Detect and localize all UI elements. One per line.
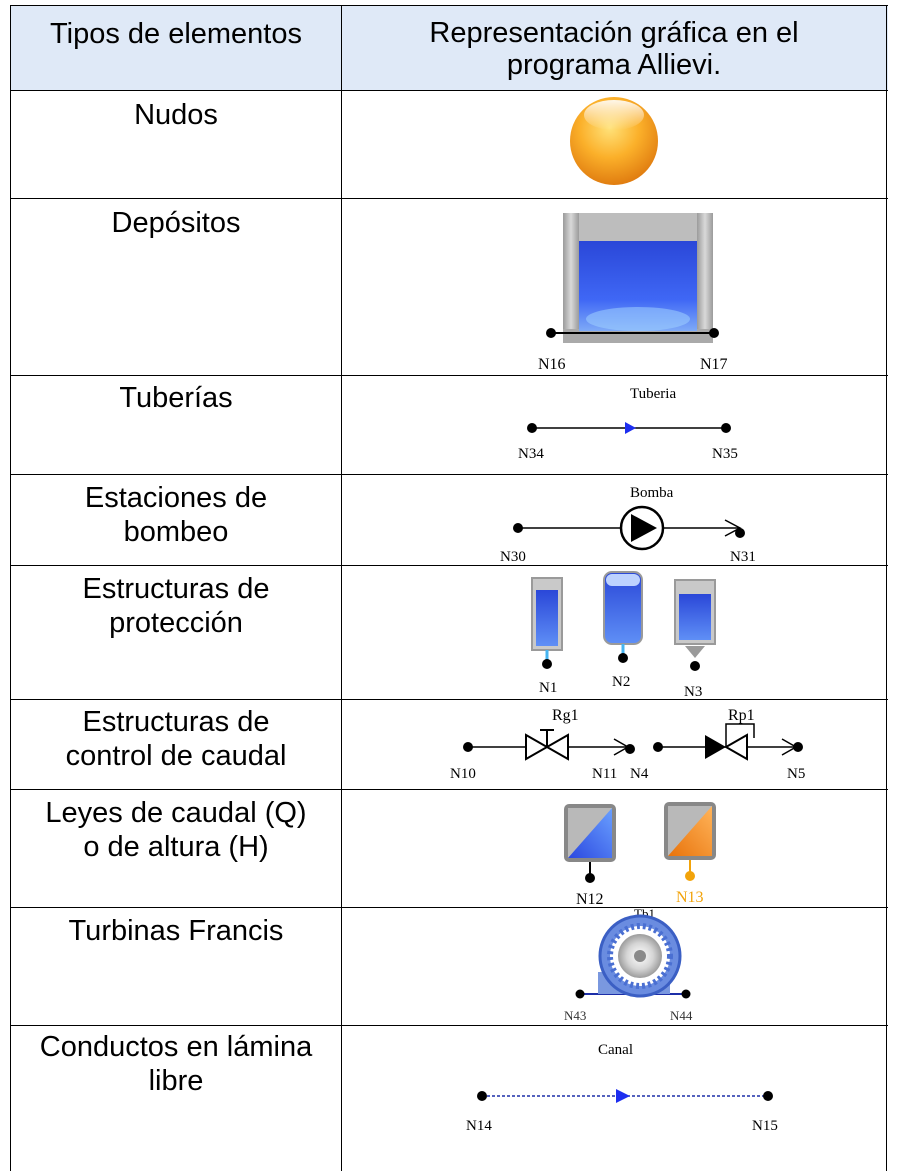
pipe-label: Tuberia	[630, 386, 676, 402]
row-label-proteccion-line1: Estructuras de	[82, 573, 270, 605]
node-label-n44: N44	[670, 1008, 693, 1023]
node-label-n12: N12	[576, 891, 604, 907]
node-label-n31: N31	[730, 549, 756, 565]
node-sphere-icon	[342, 91, 886, 197]
flow-control-valves-icon: Rg1 N10 N11 Rp1 N4 N5	[342, 700, 886, 789]
column-divider	[341, 5, 342, 1171]
header-elements-type: Tipos de elementos	[49, 18, 302, 50]
row-divider	[10, 699, 888, 700]
row-label-proteccion-line2: protección	[109, 607, 243, 639]
row-label-control-line1: Estructuras de	[82, 706, 270, 738]
row-label-conductos-line1: Conductos en lámina	[39, 1031, 313, 1063]
row-label-conductos-line2: libre	[148, 1065, 204, 1097]
node-label-n17: N17	[700, 356, 728, 373]
node-label-n13: N13	[676, 889, 704, 906]
row-divider	[10, 474, 888, 475]
node-label-n4: N4	[630, 766, 649, 782]
row-divider	[10, 198, 888, 199]
row-label-control-line2: control de caudal	[65, 740, 287, 772]
node-label-n30: N30	[500, 549, 526, 565]
table-border-right	[886, 5, 887, 1171]
node-label-n35: N35	[712, 446, 738, 462]
row-divider	[10, 565, 888, 566]
header-graphic-representation-line1: Representación gráfica en el	[429, 17, 799, 49]
row-label-tuberias: Tuberías	[119, 382, 233, 414]
pipe-icon: Tuberia N34 N35	[342, 376, 886, 474]
row-divider	[10, 375, 888, 376]
row-label-depositos: Depósitos	[111, 207, 241, 239]
row-label-nudos: Nudos	[134, 99, 218, 131]
row-divider	[10, 1025, 888, 1026]
row-label-turbinas: Turbinas Francis	[68, 915, 284, 947]
node-label-n1: N1	[539, 680, 557, 696]
node-label-n15: N15	[752, 1118, 778, 1134]
channel-label: Canal	[598, 1042, 633, 1058]
tank-icon: N16 N17	[342, 199, 886, 375]
header-graphic-representation-line2: programa Allievi.	[506, 49, 722, 81]
node-label-n11: N11	[592, 766, 617, 782]
valve-label-rp1: Rp1	[728, 707, 755, 724]
table-header-background	[10, 5, 888, 90]
elements-table: Tipos de elementos Representación gráfic…	[10, 5, 888, 1171]
row-divider	[10, 907, 888, 908]
node-label-n14: N14	[466, 1118, 492, 1134]
row-label-leyes-line1: Leyes de caudal (Q)	[45, 797, 307, 829]
table-border-top	[10, 5, 888, 6]
node-label-n16: N16	[538, 356, 566, 373]
row-label-leyes-line2: o de altura (H)	[83, 831, 269, 863]
node-label-n3: N3	[684, 684, 702, 699]
row-label-estaciones-line1: Estaciones de	[84, 482, 268, 514]
row-divider	[10, 90, 888, 91]
protection-structures-icon: N1 N2 N3	[342, 566, 886, 699]
node-label-n10: N10	[450, 766, 476, 782]
node-label-n2: N2	[612, 674, 630, 690]
pump-label: Bomba	[630, 485, 674, 501]
node-label-n34: N34	[518, 446, 544, 462]
node-label-n43: N43	[564, 1008, 586, 1023]
francis-turbine-icon: Tb1 N43 N44	[342, 908, 886, 1025]
node-label-n5: N5	[787, 766, 805, 782]
pump-icon: Bomba N30 N31	[342, 475, 886, 565]
row-divider	[10, 789, 888, 790]
valve-label-rg1: Rg1	[552, 707, 579, 724]
open-channel-icon: Canal N14 N15	[342, 1026, 886, 1171]
flow-head-laws-icon: N12 N13	[342, 790, 886, 907]
table-border-left	[10, 5, 11, 1171]
row-label-estaciones-line2: bombeo	[123, 516, 229, 548]
